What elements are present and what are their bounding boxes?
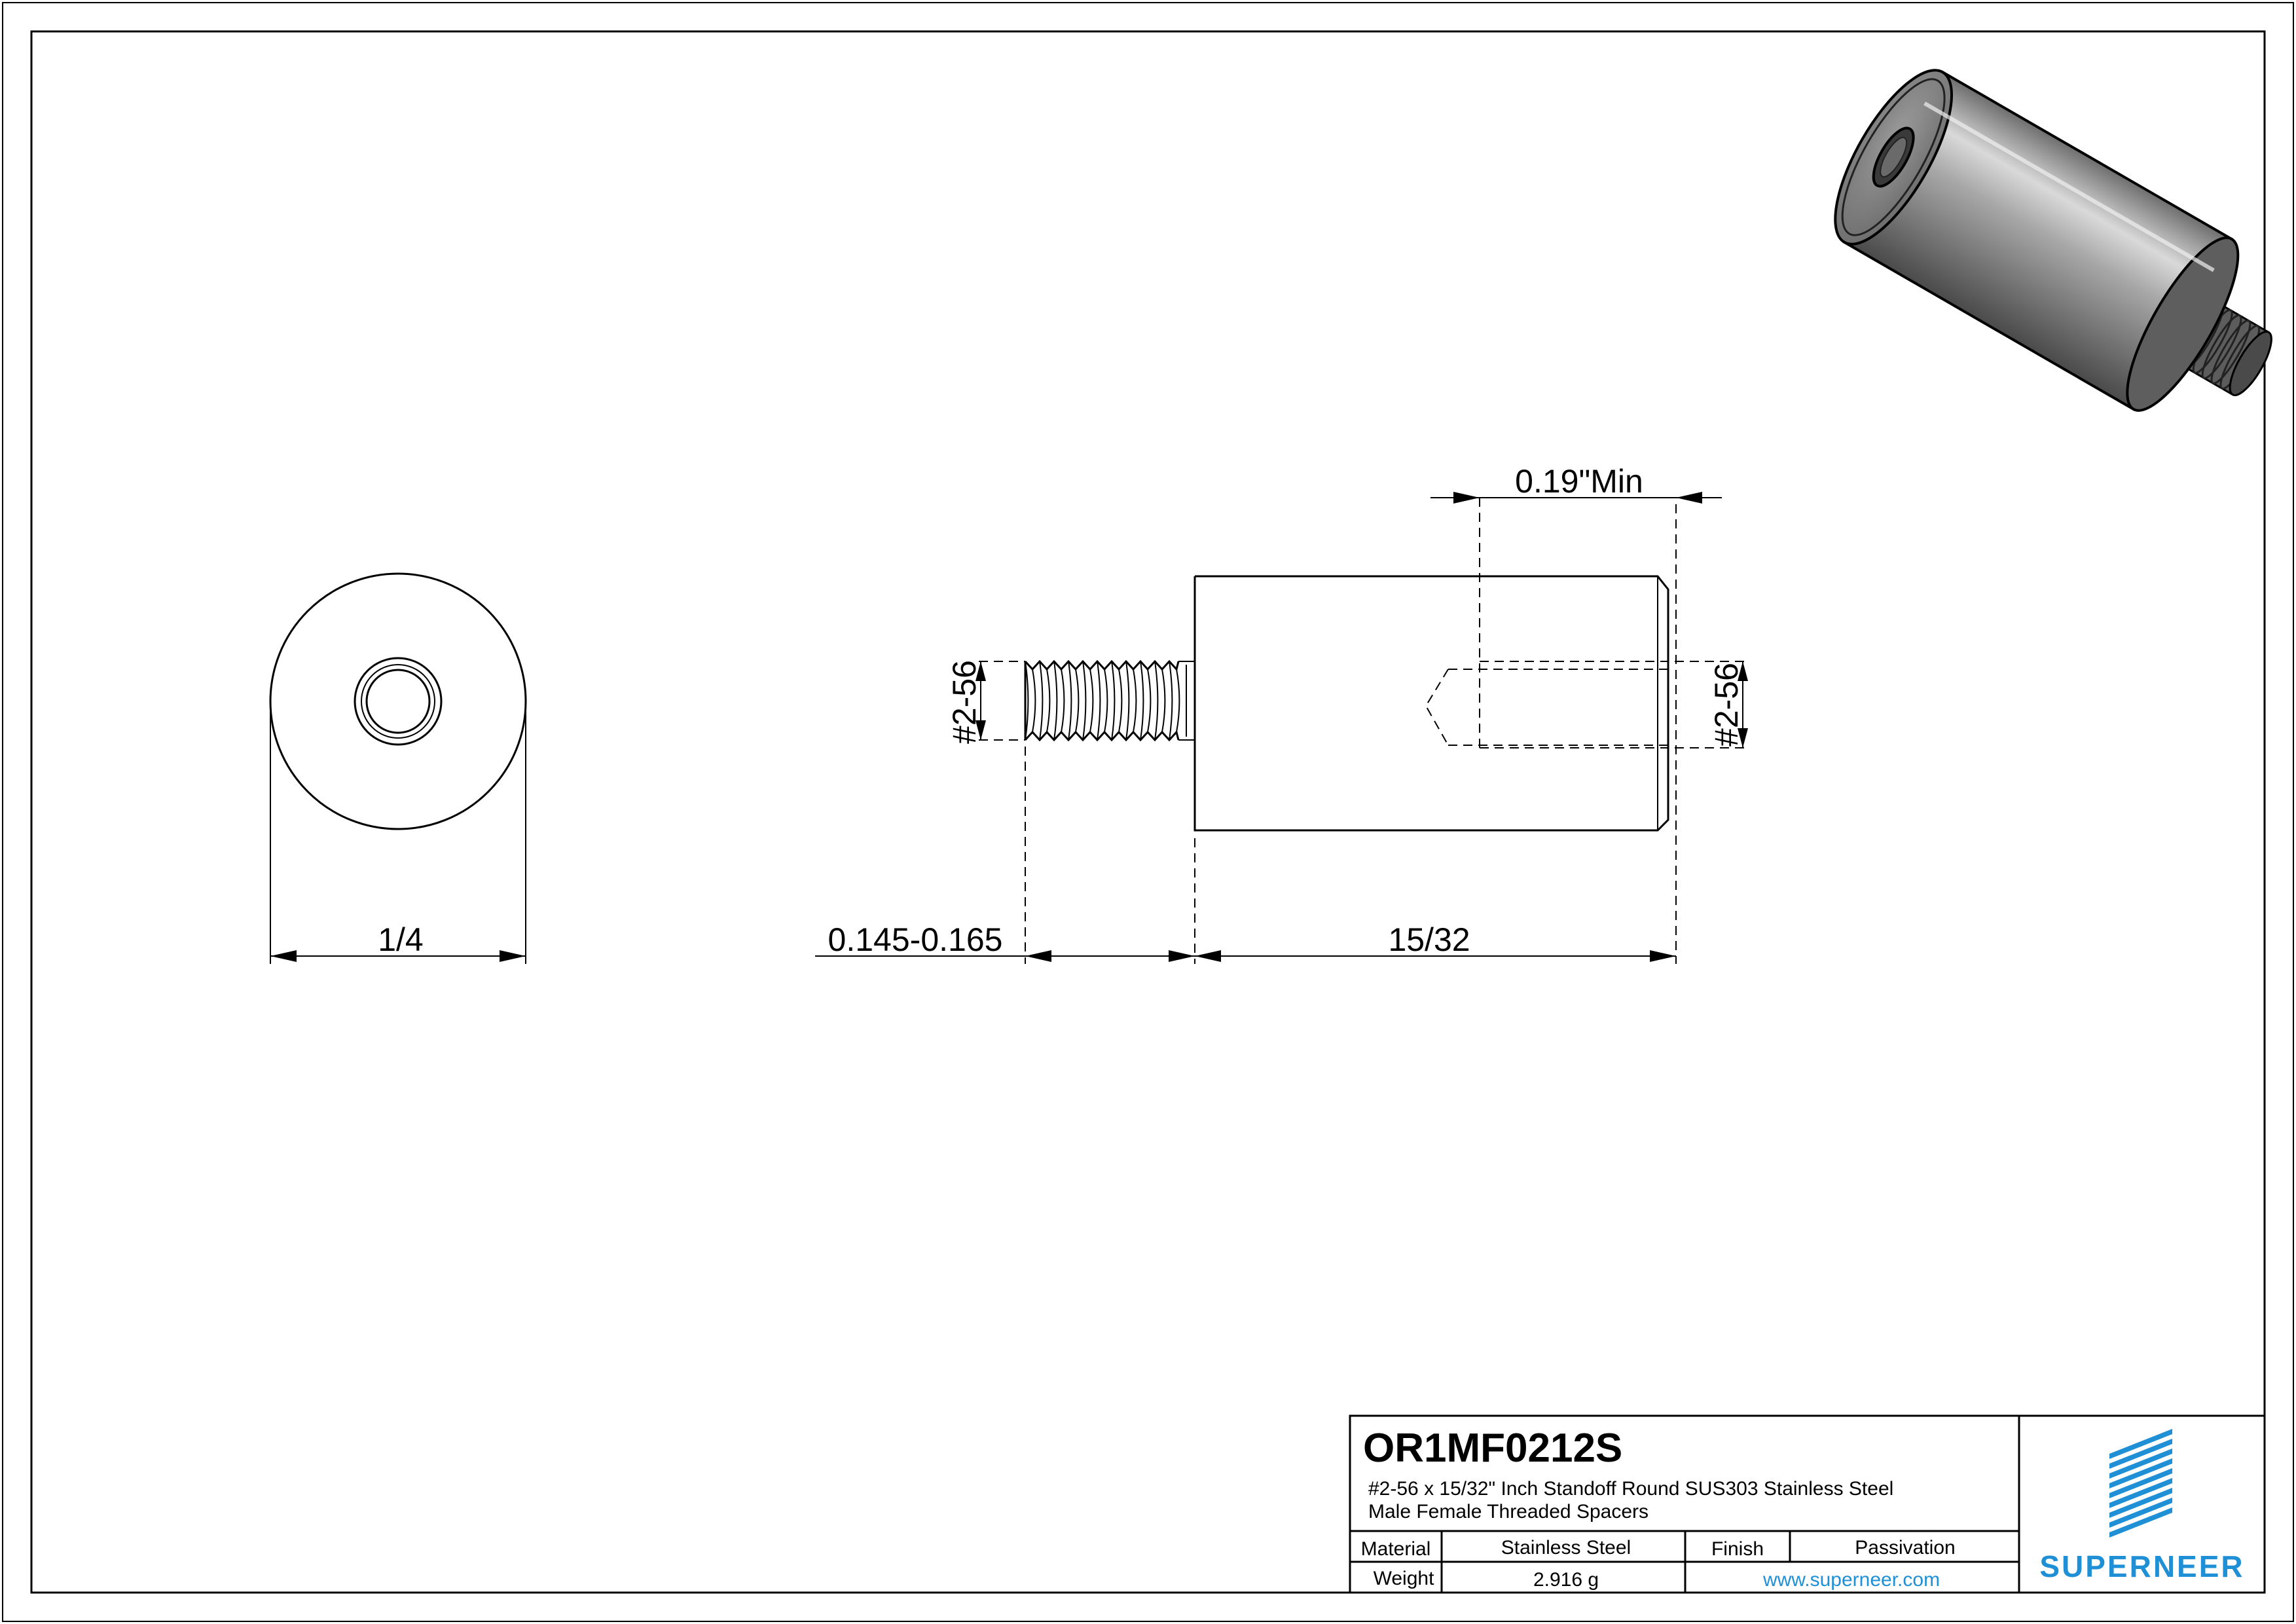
isometric-part-render xyxy=(1834,69,2272,412)
logo-stripe xyxy=(2109,1458,2172,1488)
female-thread-dimension-label: #2-56 xyxy=(1708,663,1745,747)
finish-label: Finish xyxy=(1711,1538,1764,1560)
thread-flank xyxy=(1039,661,1051,741)
thread-flank xyxy=(1025,661,1036,741)
thread-flank xyxy=(1097,661,1108,741)
inner-border xyxy=(30,30,2266,1594)
thread-flank xyxy=(1111,661,1123,741)
thread-flank xyxy=(1125,661,1137,741)
diameter-dimension-label: 1/4 xyxy=(378,921,424,958)
hole-depth-dimension-label: 0.19"Min xyxy=(1515,463,1643,500)
logo-stripe xyxy=(2109,1468,2172,1498)
weight-label: Weight xyxy=(1374,1568,1434,1589)
finish-value: Passivation xyxy=(1855,1537,1955,1559)
description-line-2: Male Female Threaded Spacers xyxy=(1368,1501,1649,1522)
superneer-logo-text: SUPERNEER xyxy=(2039,1549,2244,1583)
thread-flank xyxy=(1140,661,1152,741)
logo-stripe xyxy=(2109,1488,2172,1518)
description-line-1: #2-56 x 15/32" Inch Standoff Round SUS30… xyxy=(1368,1478,1893,1500)
body-length-dimension-label: 15/32 xyxy=(1388,921,1470,958)
thread-flank xyxy=(1169,661,1180,741)
weight-value: 2.916 g xyxy=(1533,1569,1599,1591)
logo-stripe xyxy=(2109,1449,2172,1479)
part-number-title: OR1MF0212S xyxy=(1363,1426,1622,1471)
thread-length-dimension-label: 0.145-0.165 xyxy=(828,921,1003,958)
male-thread-stud xyxy=(1024,659,1195,742)
thread-flank xyxy=(1053,661,1065,741)
male-thread-dimension-label: #2-56 xyxy=(946,660,983,744)
logo-stripe xyxy=(2109,1429,2172,1459)
superneer-logo-icon xyxy=(2109,1429,2172,1538)
logo-stripe xyxy=(2109,1498,2172,1528)
title-block xyxy=(1349,1414,2266,1594)
logo-stripe xyxy=(2109,1439,2172,1469)
website-link[interactable]: www.superneer.com xyxy=(1762,1569,1940,1591)
material-value: Stainless Steel xyxy=(1501,1537,1631,1559)
thread-flank xyxy=(1068,661,1080,741)
female-thread-hole xyxy=(1425,498,1668,748)
iso-thread-ring xyxy=(2210,319,2251,385)
thread-flank xyxy=(1154,661,1166,741)
logo-stripe xyxy=(2109,1507,2172,1538)
thread-flank xyxy=(1082,661,1094,741)
material-label: Material xyxy=(1361,1538,1431,1560)
iso-thread-ring xyxy=(2201,314,2242,380)
end-view xyxy=(269,572,527,964)
side-view xyxy=(815,492,1748,964)
logo-stripe xyxy=(2109,1478,2172,1508)
